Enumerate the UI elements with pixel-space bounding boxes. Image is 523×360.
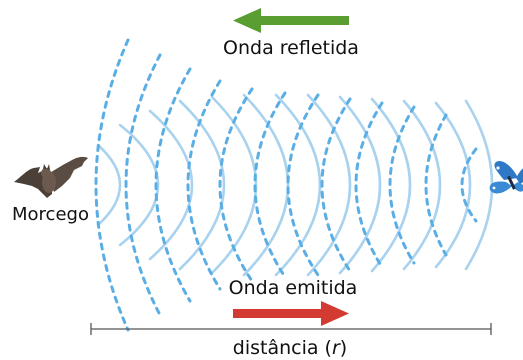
reflected-wave-label: Onda refletida bbox=[223, 37, 359, 59]
bat-icon bbox=[14, 156, 88, 198]
reflected-wavefront bbox=[253, 91, 287, 279]
reflected-arrow-icon bbox=[233, 8, 349, 33]
reflected-wavefront bbox=[124, 53, 162, 317]
distance-dimension-line bbox=[90, 323, 492, 335]
emitted-wavefront bbox=[370, 97, 412, 273]
emitted-wave-label: Onda emitida bbox=[229, 277, 358, 299]
emitted-wavefront bbox=[148, 109, 194, 261]
emitted-wavefront bbox=[402, 99, 442, 271]
bat-label: Morcego bbox=[12, 204, 89, 225]
emitted-wavefront bbox=[274, 93, 322, 277]
reflected-wavefront bbox=[154, 67, 192, 303]
reflected-wavefront bbox=[354, 101, 384, 269]
reflected-wavefront bbox=[388, 105, 416, 265]
reflected-wavefront bbox=[94, 38, 130, 332]
reflected-wavefront bbox=[320, 97, 352, 273]
reflected-wavefront bbox=[286, 93, 320, 277]
emitted-arrow-icon bbox=[233, 301, 349, 326]
emitted-wavefront bbox=[96, 143, 122, 227]
reflected-wavefronts bbox=[94, 38, 478, 332]
emitted-wavefront bbox=[242, 93, 290, 277]
reflected-wavefront bbox=[218, 87, 254, 283]
reflected-wavefront bbox=[186, 79, 222, 291]
reflected-wavefront bbox=[460, 147, 478, 223]
butterfly-icon bbox=[489, 160, 523, 194]
emitted-wavefront bbox=[306, 93, 352, 277]
emitted-wavefront bbox=[338, 95, 382, 275]
emitted-wavefront bbox=[118, 123, 160, 247]
distance-label: distância (r) bbox=[233, 337, 347, 359]
emitted-wavefront bbox=[434, 101, 472, 269]
